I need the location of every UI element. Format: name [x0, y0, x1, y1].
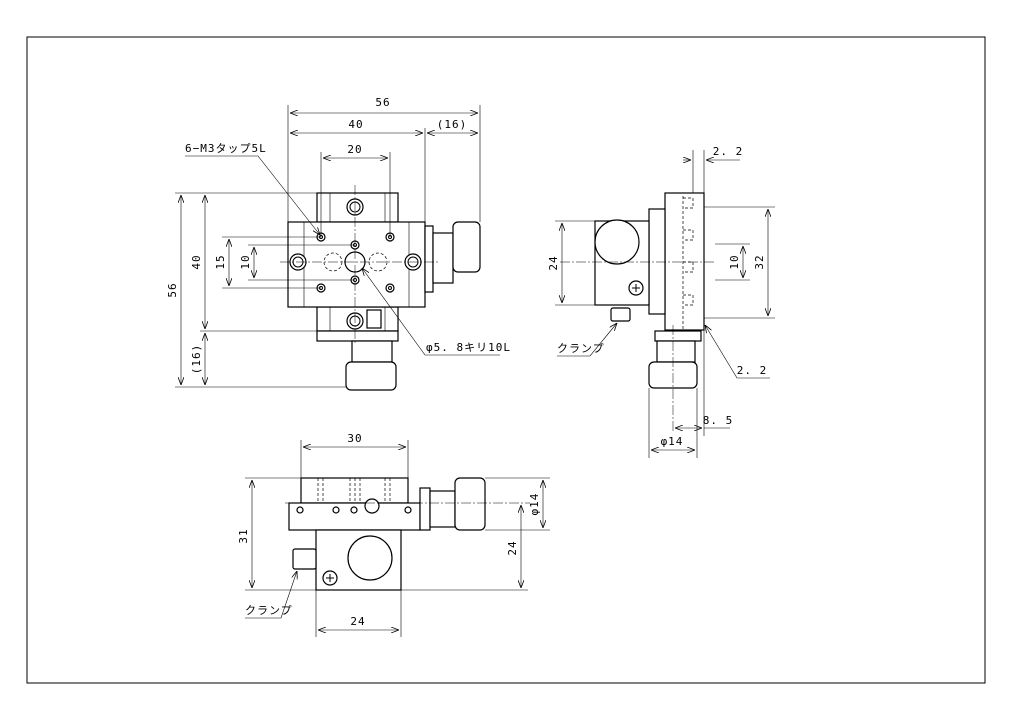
dim-16-height: (16) — [190, 344, 203, 375]
knob-neck-bottom — [351, 340, 393, 363]
micrometer-knob-right-icon — [452, 221, 481, 273]
dim-24-front-width: 24 — [350, 615, 365, 628]
bottom-view: 30 31 φ14 24 24 クランプ — [237, 432, 550, 637]
clamp-screw — [366, 309, 382, 329]
note-through-hole: φ5. 8キリ10L — [426, 341, 511, 354]
note-tapped-holes: 6−M3タップ5L — [185, 142, 267, 155]
middle-plate — [648, 208, 666, 315]
dim-phi14-side: φ14 — [661, 435, 684, 448]
dim-phi14-front: φ14 — [528, 493, 541, 516]
dim-40-width: 40 — [348, 118, 363, 131]
knob-collar — [424, 225, 434, 293]
dim-31: 31 — [237, 528, 250, 543]
dim-10-side: 10 — [728, 254, 741, 269]
dim-56-height: 56 — [166, 282, 179, 297]
dim-20: 20 — [347, 143, 362, 156]
knob-neck — [432, 232, 454, 284]
clamp-screw-front-icon — [292, 548, 317, 570]
upper-plate — [300, 477, 409, 504]
dim-56-width: 56 — [375, 96, 390, 109]
clamp-screw-icon — [610, 307, 631, 322]
dim-15: 15 — [214, 254, 227, 269]
side-view: 2. 2 24 10 32 2. 2 8. 5 φ14 クランプ — [547, 145, 775, 458]
drawing-frame — [26, 36, 986, 684]
knob-face-front — [347, 535, 393, 581]
top-view: 56 40 (16) 20 56 40 (16) 15 10 6−M3タップ5L… — [166, 96, 511, 391]
dim-32: 32 — [753, 254, 766, 269]
stage-plate — [664, 192, 705, 331]
label-clamp-side: クランプ — [557, 342, 605, 355]
dim-2-2-top: 2. 2 — [713, 145, 744, 158]
label-clamp-front: クランプ — [245, 604, 293, 617]
knob-face — [594, 219, 640, 265]
bottom-plate — [316, 330, 399, 342]
dim-24-front-height: 24 — [506, 540, 519, 555]
micrometer-knob-front-icon — [454, 477, 486, 531]
micrometer-knob-bottom-icon — [345, 361, 397, 391]
dim-10: 10 — [239, 254, 252, 269]
dim-24-side: 24 — [547, 255, 560, 270]
dim-16-width: (16) — [437, 118, 468, 131]
dim-30: 30 — [347, 432, 362, 445]
dim-40-height: 40 — [190, 254, 203, 269]
dim-8-5: 8. 5 — [703, 414, 734, 427]
dim-2-2-bottom: 2. 2 — [737, 364, 768, 377]
